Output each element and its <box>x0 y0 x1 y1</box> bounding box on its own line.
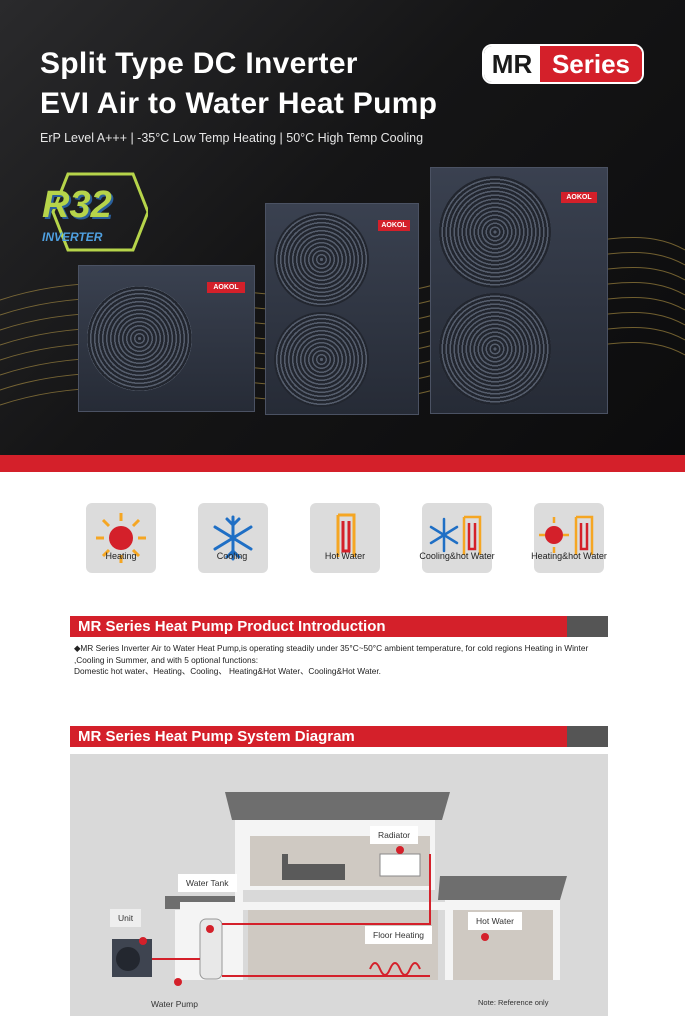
hero-title-line2: EVI Air to Water Heat Pump <box>40 87 438 120</box>
feature-label-cooling-hot-water: Cooling&hot Water <box>419 551 495 561</box>
feature-heating <box>86 503 156 573</box>
label-water-pump: Water Pump <box>151 999 198 1009</box>
hexagon-icon <box>51 172 148 252</box>
label-unit: Unit <box>110 909 142 927</box>
sun-tank-icon <box>539 515 594 555</box>
badge-mr: MR <box>484 46 540 82</box>
sun-icon <box>96 513 146 563</box>
intro-body-line2: Domestic hot water、Heating、Cooling、 Heat… <box>74 666 381 676</box>
snowflake-icon <box>213 515 253 561</box>
feature-cooling <box>198 503 268 573</box>
house-illustration <box>112 792 567 986</box>
water-tank-icon <box>336 513 356 557</box>
feature-label-hot-water: Hot Water <box>324 551 366 561</box>
diagram-heading: MR Series Heat Pump System Diagram <box>70 726 567 747</box>
inverter-label: INVERTER <box>42 230 103 244</box>
fan-grille-icon <box>439 176 551 288</box>
feature-label-cooling: Cooling <box>216 551 248 561</box>
hero-title: Split Type DC Inverter EVI Air to Water … <box>40 44 437 124</box>
hero-subtitle: ErP Level A+++ | -35°C Low Temp Heating … <box>40 131 424 145</box>
fan-grille-icon <box>87 286 192 391</box>
heat-pump-unit-small: AOKOL <box>78 265 255 412</box>
intro-text: ◆MR Series Inverter Air to Water Heat Pu… <box>74 643 610 678</box>
red-divider-strip <box>0 455 685 472</box>
fan-grille-icon <box>274 212 369 307</box>
intro-heading-bar: MR Series Heat Pump Product Introduction <box>70 616 608 637</box>
intro-body-line1: ◆MR Series Inverter Air to Water Heat Pu… <box>74 643 589 665</box>
note-reference-only: Note: Reference only <box>478 998 549 1007</box>
label-floor-heating: Floor Heating <box>365 926 433 944</box>
intro-heading: MR Series Heat Pump Product Introduction <box>70 616 567 637</box>
feature-label-heating: Heating <box>105 551 137 561</box>
feature-cooling-hot-water <box>422 503 492 573</box>
r32-inverter-logo: R32 INVERTER <box>38 172 148 252</box>
badge-series: Series <box>540 46 642 82</box>
label-water-tank: Water Tank <box>178 874 237 892</box>
fan-grille-icon <box>439 293 551 405</box>
hero-title-line1: Split Type DC Inverter <box>40 47 358 80</box>
feature-heating-hot-water <box>534 503 604 573</box>
feature-hot-water <box>310 503 380 573</box>
brand-logo: AOKOL <box>378 220 410 231</box>
mr-series-badge: MR Series <box>482 44 644 84</box>
heat-pump-unit-medium: AOKOL <box>265 203 419 415</box>
hero-banner: Split Type DC Inverter EVI Air to Water … <box>0 0 685 455</box>
diagram-heading-bar: MR Series Heat Pump System Diagram <box>70 726 608 747</box>
feature-label-heating-hot-water: Heating&hot Water <box>531 551 607 561</box>
heat-pump-unit-large: AOKOL <box>430 167 608 414</box>
system-diagram: Radiator Water Tank Unit Floor Heating H… <box>70 754 608 1016</box>
fan-grille-icon <box>274 312 369 407</box>
r32-label: R32 <box>42 184 112 226</box>
brand-logo: AOKOL <box>561 192 597 203</box>
snowflake-tank-icon <box>429 515 482 555</box>
brand-logo: AOKOL <box>207 282 245 293</box>
label-hot-water: Hot Water <box>468 912 522 930</box>
label-radiator: Radiator <box>370 826 419 844</box>
